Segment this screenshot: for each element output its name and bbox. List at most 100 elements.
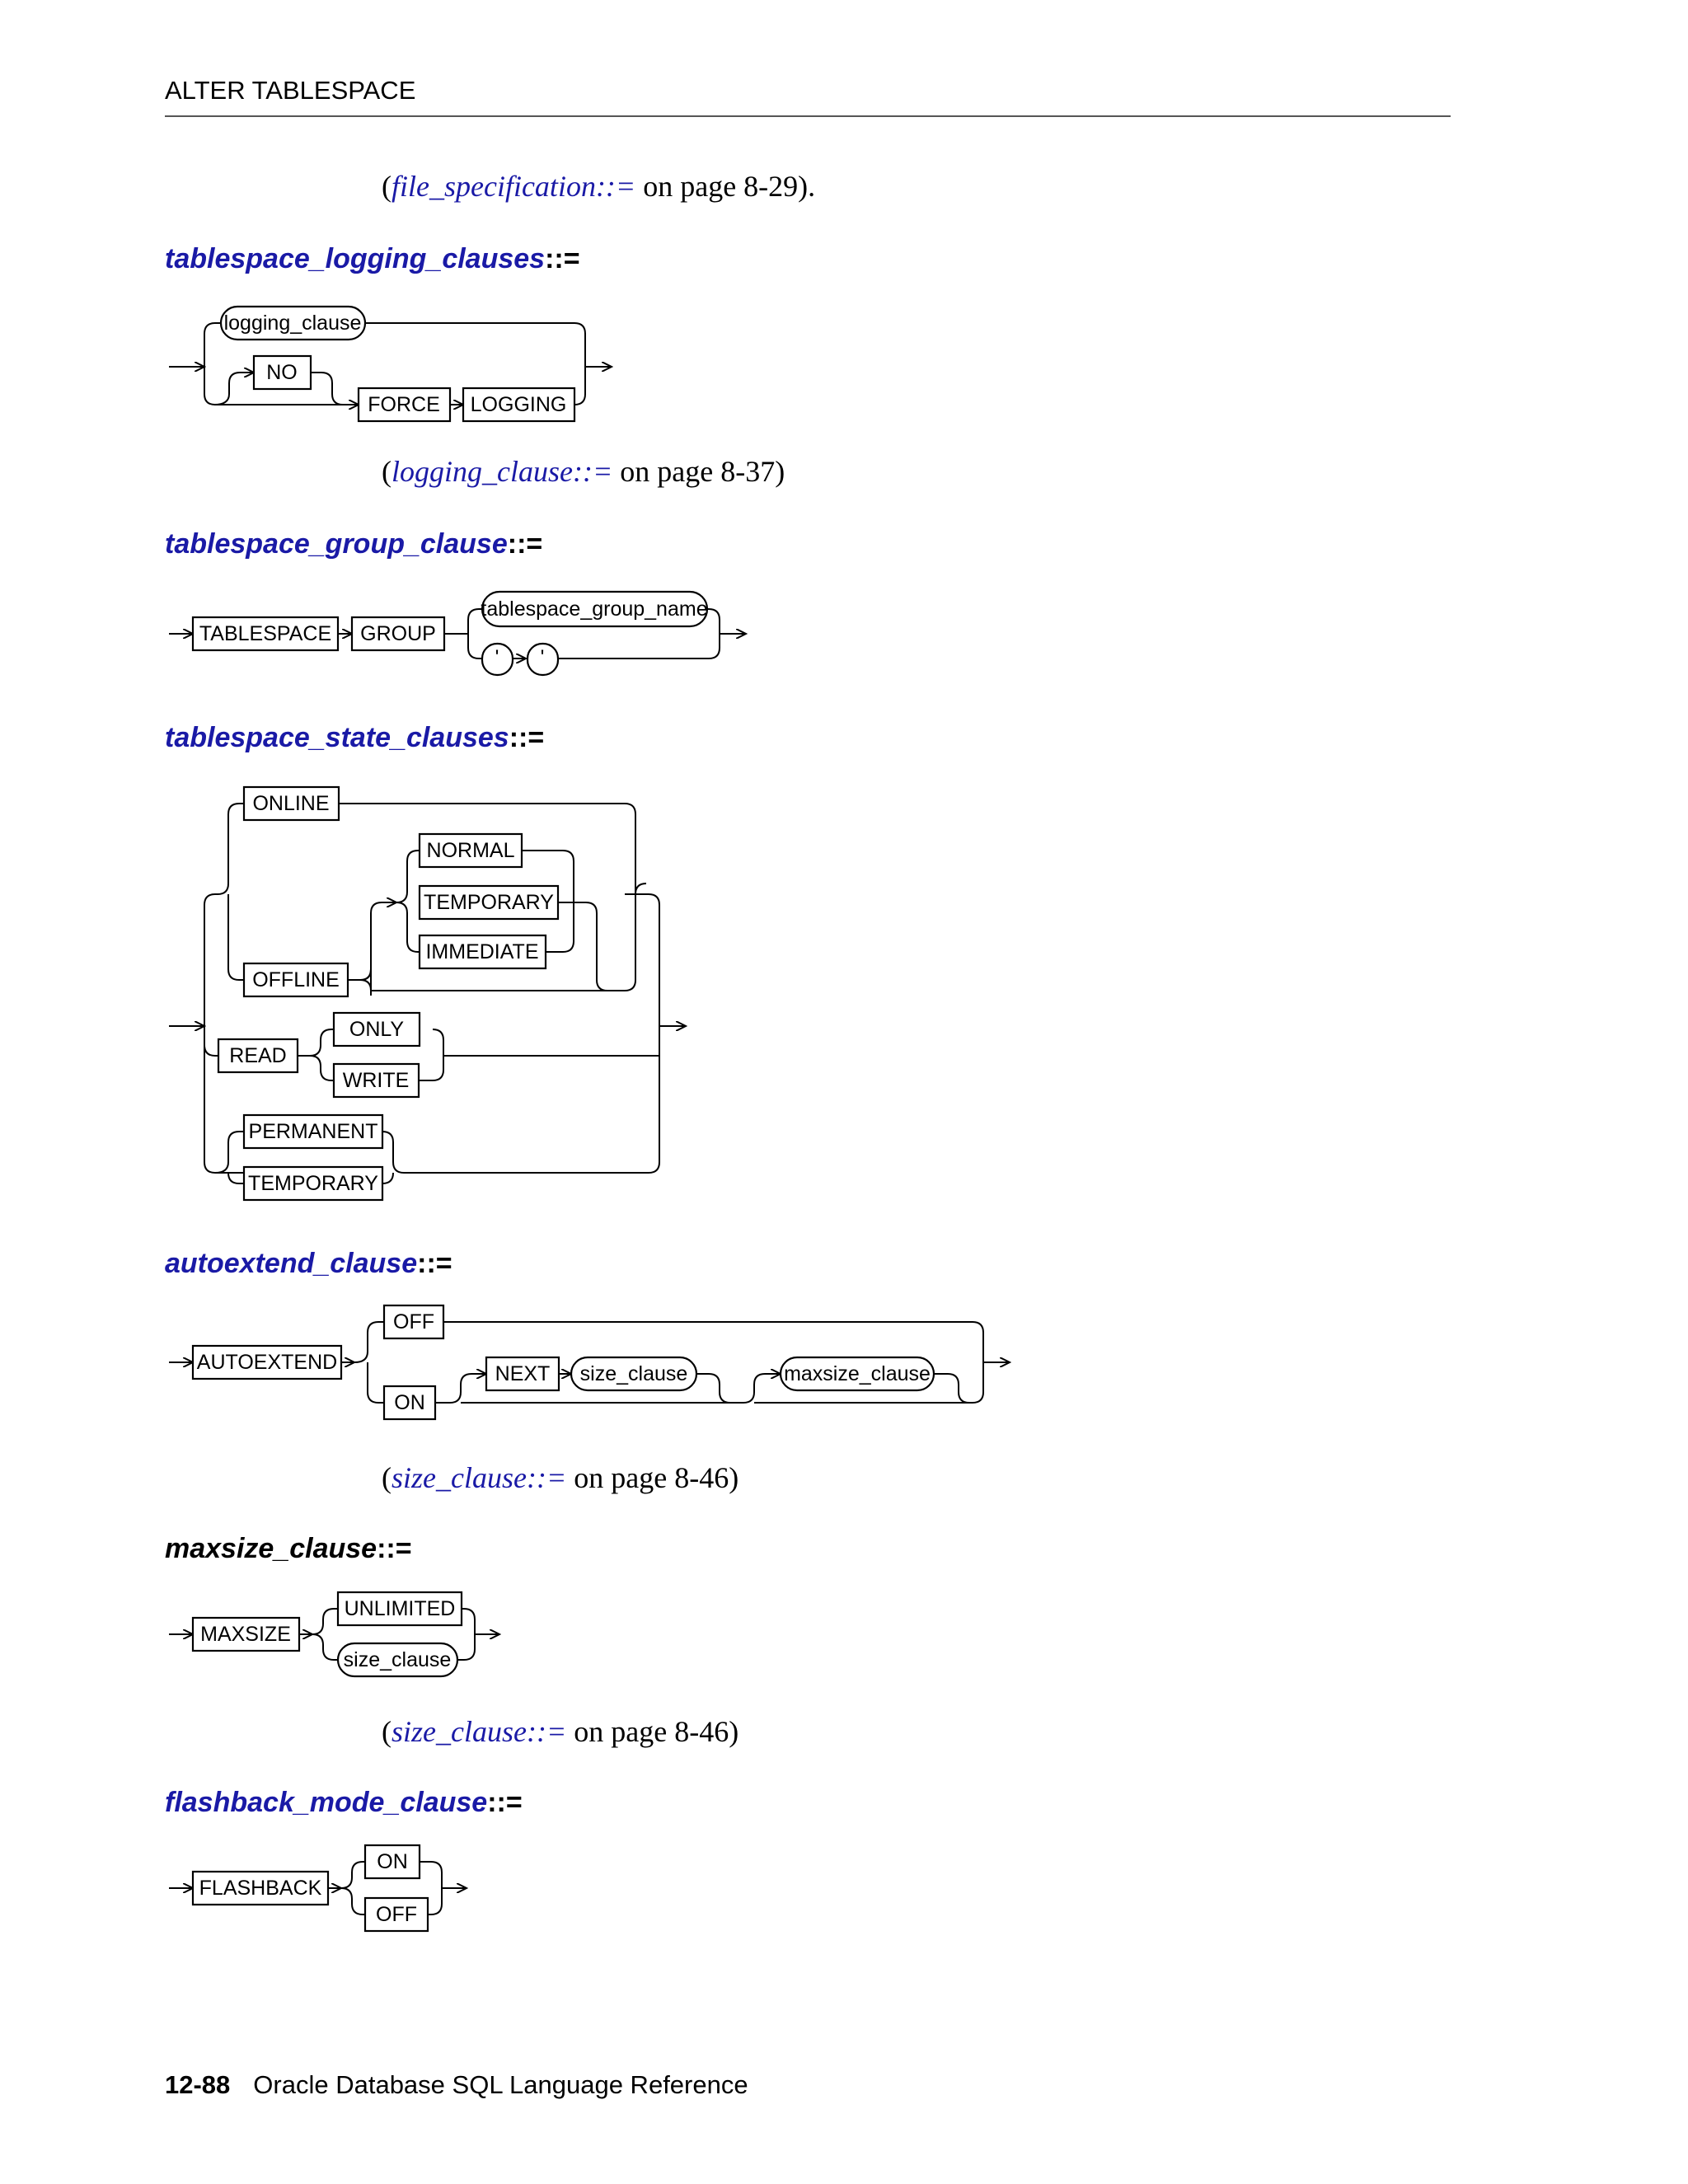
- running-header: ALTER TABLESPACE: [165, 76, 416, 105]
- nonterminal-maxsize-clause[interactable]: [779, 1356, 935, 1392]
- keyword-permanent: [242, 1113, 384, 1150]
- link-logging-clause[interactable]: logging_clause::=: [392, 455, 613, 488]
- ref-open: (: [382, 1715, 392, 1748]
- branch-line: [428, 1888, 443, 1915]
- branch-line: [743, 1374, 781, 1404]
- keyword-off: [382, 1304, 445, 1340]
- heading-op: ::=: [377, 1533, 412, 1564]
- flashback-on-label: ON: [377, 1850, 408, 1873]
- keyword-offline: [242, 962, 349, 998]
- heading-op: ::=: [487, 1787, 523, 1818]
- ref-file-specification: (file_specification::= on page 8-29).: [382, 169, 815, 204]
- offline-label: OFFLINE: [252, 968, 340, 991]
- size-clause-2-label: size_clause: [344, 1648, 452, 1671]
- quote-open-label: ': [495, 646, 499, 669]
- heading-op: ::=: [507, 528, 543, 560]
- nonterminal-size-clause-2[interactable]: [336, 1642, 459, 1678]
- temporary-2-label: TEMPORARY: [248, 1172, 378, 1195]
- autoextend-label: AUTOEXTEND: [197, 1351, 337, 1374]
- heading-name: autoextend_clause: [165, 1248, 418, 1279]
- tablespace-group-name-label: tablespace_group_name: [481, 598, 707, 621]
- size-clause-label: size_clause: [580, 1362, 688, 1385]
- branch-line: [312, 1608, 338, 1635]
- branch-line: [558, 634, 720, 659]
- on-label: ON: [394, 1391, 425, 1414]
- tablespace-label: TABLESPACE: [199, 622, 331, 645]
- diagram-maxsize-clause: MAXSIZE UNLIMITED size_clause: [169, 1591, 499, 1678]
- write-label: WRITE: [343, 1069, 410, 1092]
- keyword-normal: [418, 832, 523, 869]
- branch-line: [309, 1029, 334, 1057]
- force-label: FORCE: [368, 393, 440, 416]
- branch-line: [340, 1861, 365, 1889]
- heading-name: tablespace_group_clause: [165, 528, 508, 560]
- quote-open: [481, 642, 514, 677]
- heading-maxsize-clause: maxsize_clause::=: [165, 1533, 412, 1565]
- keyword-tablespace: [191, 616, 340, 652]
- keyword-autoextend: [191, 1344, 343, 1380]
- ref-rest: on page 8-46): [566, 1715, 739, 1748]
- keyword-flashback-on: [363, 1844, 421, 1880]
- read-label: READ: [229, 1044, 286, 1067]
- keyword-read: [217, 1038, 299, 1074]
- keyword-flashback-off: [363, 1896, 429, 1933]
- branch-line: [467, 608, 482, 634]
- nonterminal-tablespace-group-name[interactable]: [481, 590, 709, 628]
- diagram-flashback-mode-clause: FLASHBACK ON OFF: [169, 1844, 467, 1933]
- heading-tablespace-logging-clauses[interactable]: tablespace_logging_clauses::=: [165, 243, 580, 275]
- keyword-write: [332, 1062, 420, 1099]
- branch-line: [443, 1321, 984, 1362]
- branch-line: [934, 1362, 984, 1404]
- heading-flashback-mode-clause[interactable]: flashback_mode_clause::=: [165, 1787, 523, 1819]
- nonterminal-size-clause[interactable]: [570, 1356, 698, 1392]
- group-label: GROUP: [360, 622, 436, 645]
- quote-close: [526, 642, 560, 677]
- ref-logging-clause: (logging_clause::= on page 8-37): [382, 454, 785, 489]
- ref-rest: on page 8-46): [566, 1461, 739, 1494]
- heading-tablespace-group-clause[interactable]: tablespace_group_clause::=: [165, 528, 542, 560]
- branch-line: [227, 1172, 244, 1184]
- immediate-label: IMMEDIATE: [425, 940, 538, 963]
- off-label: OFF: [393, 1310, 434, 1333]
- branch-line: [420, 1861, 443, 1888]
- branch-line: [396, 902, 420, 953]
- online-label: ONLINE: [252, 792, 329, 815]
- next-label: NEXT: [495, 1362, 551, 1385]
- logging-clause-label: logging_clause: [224, 312, 362, 335]
- keyword-group: [350, 616, 446, 652]
- flashback-label: FLASHBACK: [199, 1877, 322, 1900]
- branch-line: [359, 894, 636, 991]
- branch-line: [558, 902, 608, 991]
- only-label: ONLY: [349, 1018, 405, 1041]
- branch-line: [467, 634, 482, 659]
- branch-line: [696, 1373, 743, 1404]
- heading-tablespace-state-clauses[interactable]: tablespace_state_clauses::=: [165, 722, 544, 754]
- nonterminal-logging-clause[interactable]: [219, 305, 367, 341]
- branch-line: [339, 803, 636, 894]
- ref-size-clause-1: (size_clause::= on page 8-46): [382, 1460, 738, 1495]
- book-title: Oracle Database SQL Language Reference: [253, 2070, 748, 2099]
- branch-line: [354, 1321, 384, 1363]
- link-file-specification[interactable]: file_specification::=: [392, 170, 636, 203]
- branch-line: [217, 803, 244, 895]
- branch-line: [365, 322, 586, 367]
- heading-name: maxsize_clause: [165, 1533, 377, 1564]
- link-size-clause-1[interactable]: size_clause::=: [392, 1461, 567, 1494]
- maxsize-label: MAXSIZE: [200, 1623, 291, 1646]
- branch-line: [227, 894, 244, 981]
- branch-line: [522, 850, 574, 953]
- keyword-immediate: [418, 934, 547, 970]
- ref-rest: on page 8-37): [612, 455, 785, 488]
- branch-line: [359, 902, 396, 981]
- ref-size-clause-2: (size_clause::= on page 8-46): [382, 1714, 738, 1749]
- heading-autoextend-clause[interactable]: autoextend_clause::=: [165, 1248, 452, 1280]
- normal-label: NORMAL: [427, 839, 515, 862]
- heading-name: tablespace_logging_clauses: [165, 243, 546, 274]
- branch-line: [462, 1608, 476, 1634]
- keyword-maxsize: [191, 1616, 301, 1652]
- link-size-clause-2[interactable]: size_clause::=: [392, 1715, 567, 1748]
- keyword-no: [252, 354, 312, 391]
- keyword-next: [485, 1356, 560, 1392]
